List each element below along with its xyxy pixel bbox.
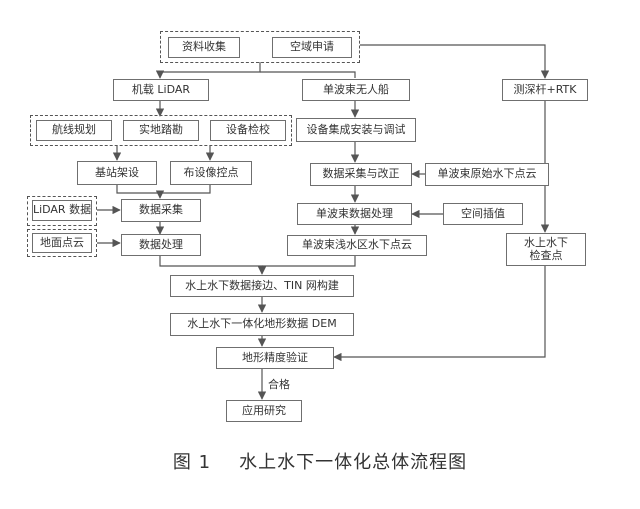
node-accuracy-verification: 地形精度验证 — [216, 347, 334, 369]
node-base-station-setup: 基站架设 — [77, 161, 157, 185]
node-application-research: 应用研究 — [226, 400, 302, 422]
lidar-data-group — [27, 196, 97, 226]
node-control-points: 布设像控点 — [170, 161, 252, 185]
node-data-processing: 数据处理 — [121, 234, 201, 256]
connector-control-down — [160, 185, 211, 194]
node-route-planning: 航线规划 — [36, 120, 112, 141]
node-spatial-interpolation: 空间插值 — [443, 203, 523, 225]
node-underwater-points: 单波束浅水区水下点云 — [287, 235, 427, 256]
node-stitching-tin: 水上水下数据接边、TIN 网构建 — [170, 275, 354, 297]
node-data-collection-usv: 数据采集与改正 — [310, 163, 412, 186]
label-pass: 合格 — [268, 378, 290, 391]
node-data-collection: 资料收集 — [168, 37, 240, 58]
node-device-integration: 设备集成安装与调试 — [296, 118, 416, 142]
connector-check-to-verify — [333, 266, 546, 362]
node-airborne-lidar: 机载 LiDAR — [113, 79, 209, 101]
caption-text: 水上水下一体化总体流程图 — [239, 452, 468, 473]
node-integrated-dem: 水上水下一体化地形数据 DEM — [170, 313, 354, 336]
node-ground-points: 地面点云 — [32, 233, 92, 253]
connector-underwater-to-stitch — [262, 256, 356, 267]
node-check-points: 水上水下检查点 — [506, 233, 586, 266]
node-field-survey: 实地踏勘 — [123, 120, 199, 141]
node-lidar-data: LiDAR 数据 — [32, 200, 92, 221]
caption-number: 图 1 — [172, 452, 212, 473]
node-pole-rtk: 测深杆+RTK — [502, 79, 588, 101]
node-single-beam-processing: 单波束数据处理 — [297, 203, 412, 225]
connector-proc-to-stitch — [159, 256, 267, 275]
connector-top-right — [360, 44, 550, 79]
node-data-acquisition: 数据采集 — [121, 199, 201, 222]
figure-caption: 图 1 水上水下一体化总体流程图 — [0, 448, 640, 474]
node-device-calibration: 设备检校 — [210, 120, 286, 141]
ground-points-group — [27, 229, 97, 257]
preparation-group — [30, 115, 292, 146]
connector-top-left — [155, 62, 261, 79]
connector-top-mid — [260, 71, 356, 78]
node-raw-underwater-points: 单波束原始水下点云 — [425, 163, 549, 186]
top-input-group — [160, 31, 360, 63]
node-airspace-application: 空域申请 — [272, 37, 352, 58]
node-single-beam-usv: 单波束无人船 — [302, 79, 410, 101]
connector-base-down — [116, 185, 165, 199]
